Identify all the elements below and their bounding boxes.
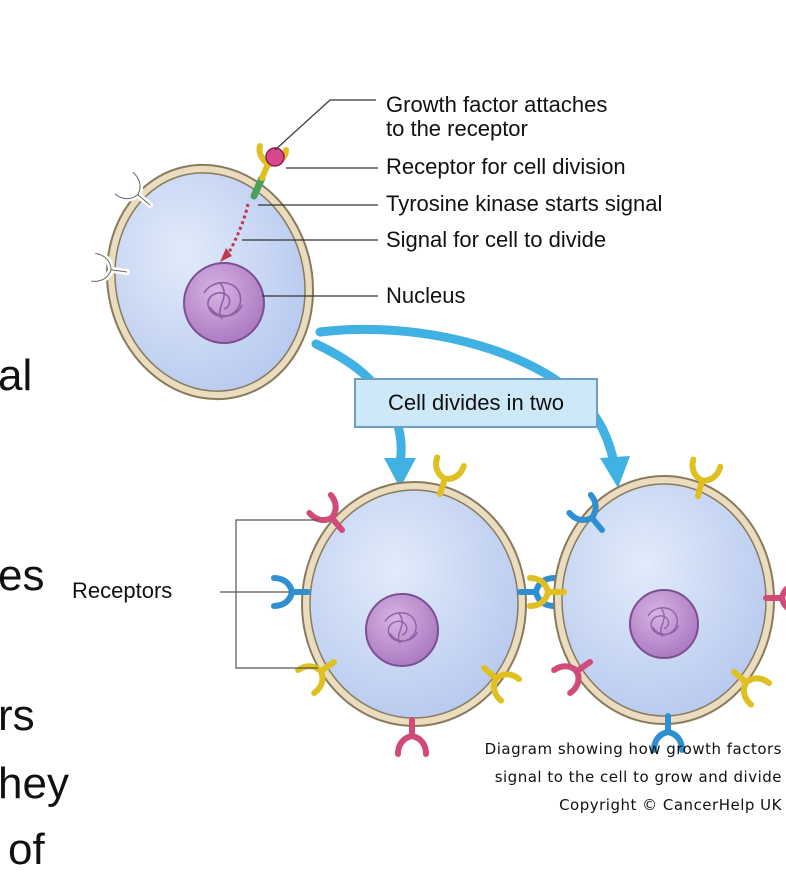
background-text-fragment-4: hey	[0, 759, 69, 808]
caption-copyright: Copyright © CancerHelp UK	[559, 796, 782, 814]
label-receptor: Receptor for cell division	[386, 154, 626, 179]
caption-line-1: Diagram showing how growth factors	[484, 740, 782, 758]
background-text-fragment-5: of	[8, 825, 45, 874]
label-tyrosine-kinase: Tyrosine kinase starts signal	[386, 191, 663, 216]
left-nucleus	[365, 593, 439, 667]
label-signal: Signal for cell to divide	[386, 227, 607, 252]
division-arrowhead-left	[384, 458, 416, 488]
parent-nucleus	[183, 262, 265, 344]
label-receptors: Receptors	[72, 578, 173, 603]
daughter-cell-left	[274, 457, 554, 754]
label-growth-factor: Growth factor attaches	[386, 92, 608, 117]
label-growth-factor-line2: to the receptor	[386, 116, 528, 141]
label-nucleus: Nucleus	[386, 283, 466, 308]
background-text-fragment-1: al	[0, 351, 33, 400]
division-arrowhead-right	[600, 456, 630, 488]
receptors-bracket	[220, 519, 318, 669]
caption-line-2: signal to the cell to grow and divide	[494, 768, 782, 786]
parent-receptor-white-1	[115, 172, 159, 215]
right-nucleus	[629, 589, 699, 659]
label-leader-lines	[242, 99, 378, 297]
parent-receptor-white-2	[91, 253, 129, 285]
growth-factor-ball	[265, 147, 285, 167]
background-text-fragment-2: es	[0, 551, 45, 600]
parent-cell	[82, 143, 315, 401]
background-text-fragment-3: rs	[0, 691, 35, 740]
daughter-cell-right	[530, 460, 786, 750]
cell-divides-label: Cell divides in two	[354, 378, 598, 428]
active-receptor	[250, 143, 289, 200]
